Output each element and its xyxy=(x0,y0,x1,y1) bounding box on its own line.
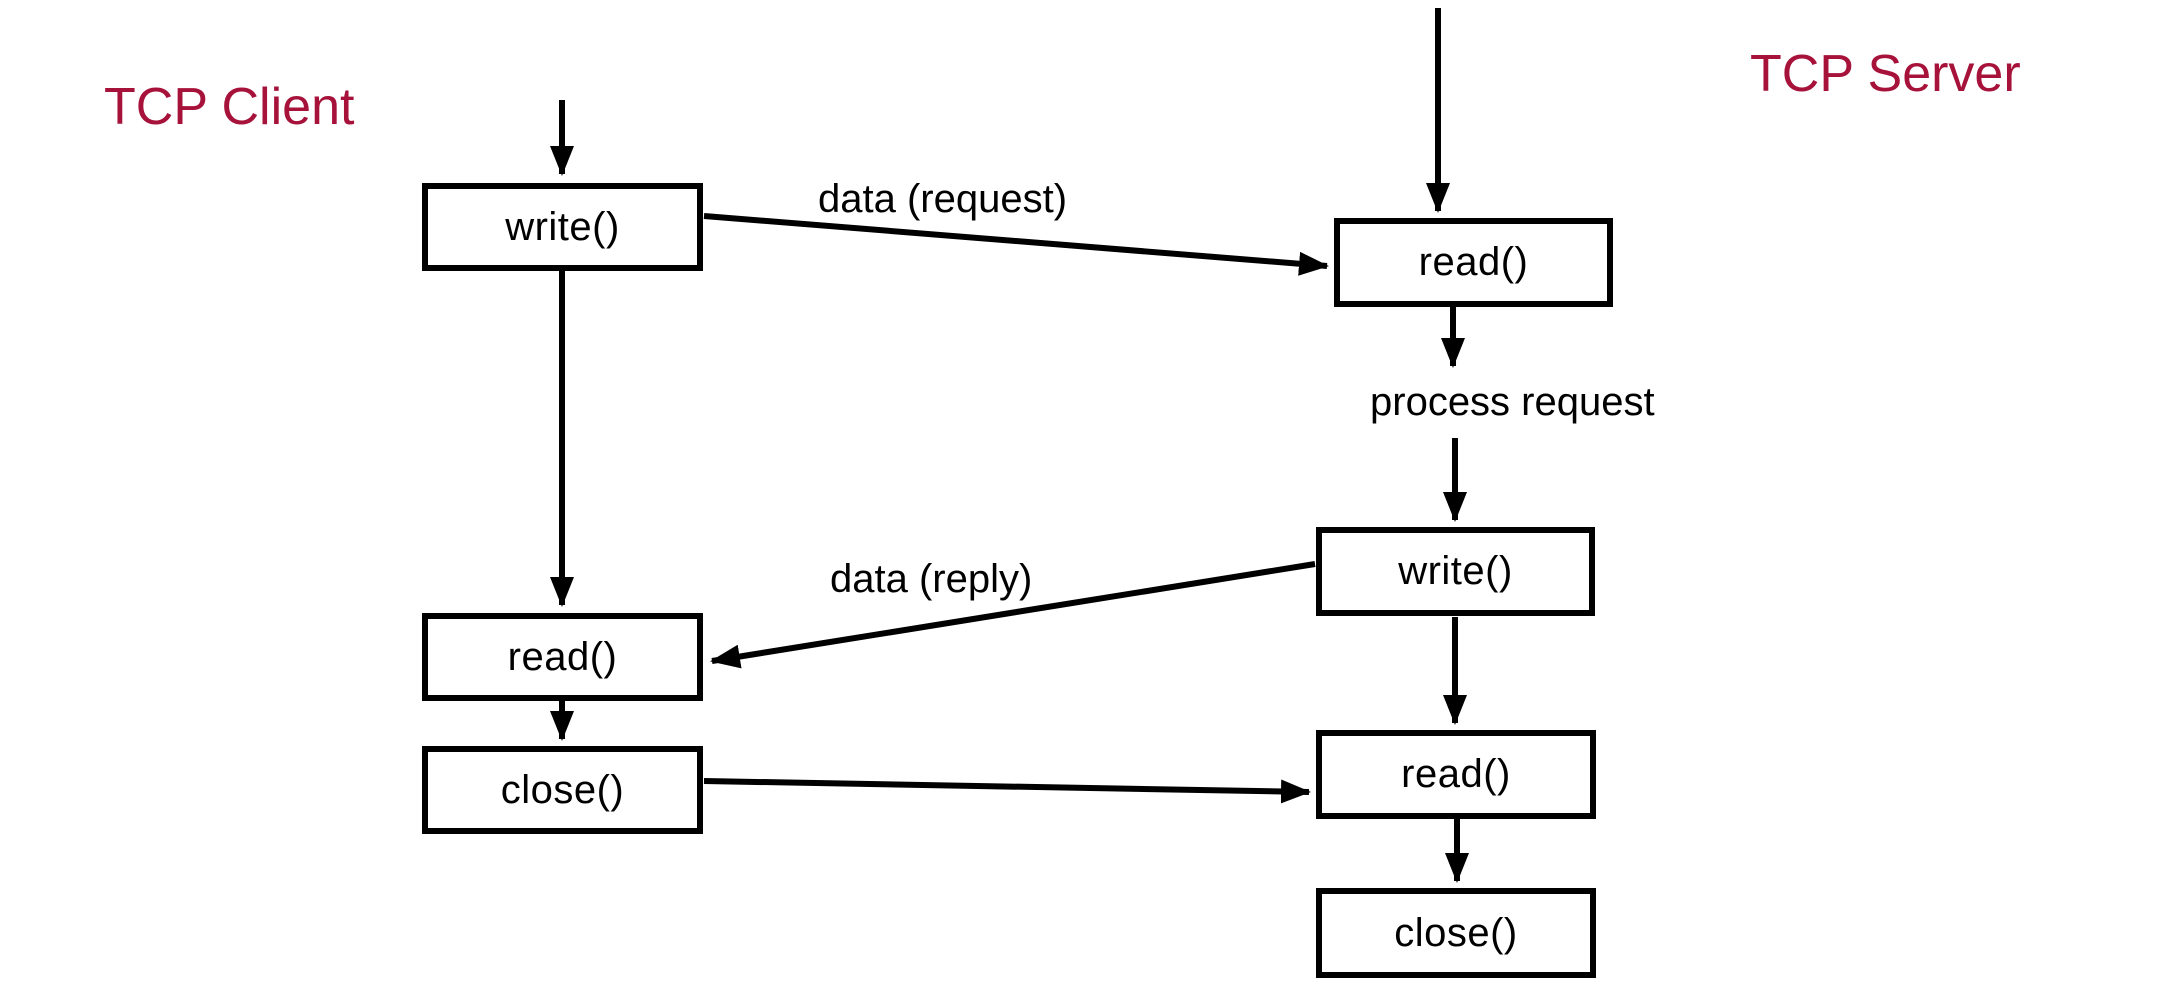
server-title: TCP Server xyxy=(1750,45,2021,103)
server-write-box: write() xyxy=(1316,527,1595,616)
client-close-box: close() xyxy=(422,746,703,834)
arrow-data-request xyxy=(703,213,1329,276)
arrow-client-close-to-server-read2 xyxy=(703,778,1311,804)
client-read-box: read() xyxy=(422,613,703,701)
data-request-label: data (request) xyxy=(818,177,1068,221)
server-close-box: close() xyxy=(1316,888,1596,978)
client-title: TCP Client xyxy=(104,78,355,136)
data-reply-label: data (reply) xyxy=(830,557,1033,601)
server-read1-box: read() xyxy=(1334,218,1613,307)
arrow-data-reply xyxy=(710,561,1316,669)
server-read2-box: read() xyxy=(1316,730,1596,819)
process-request-label: process request xyxy=(1370,380,1655,424)
client-write-box: write() xyxy=(422,183,703,271)
